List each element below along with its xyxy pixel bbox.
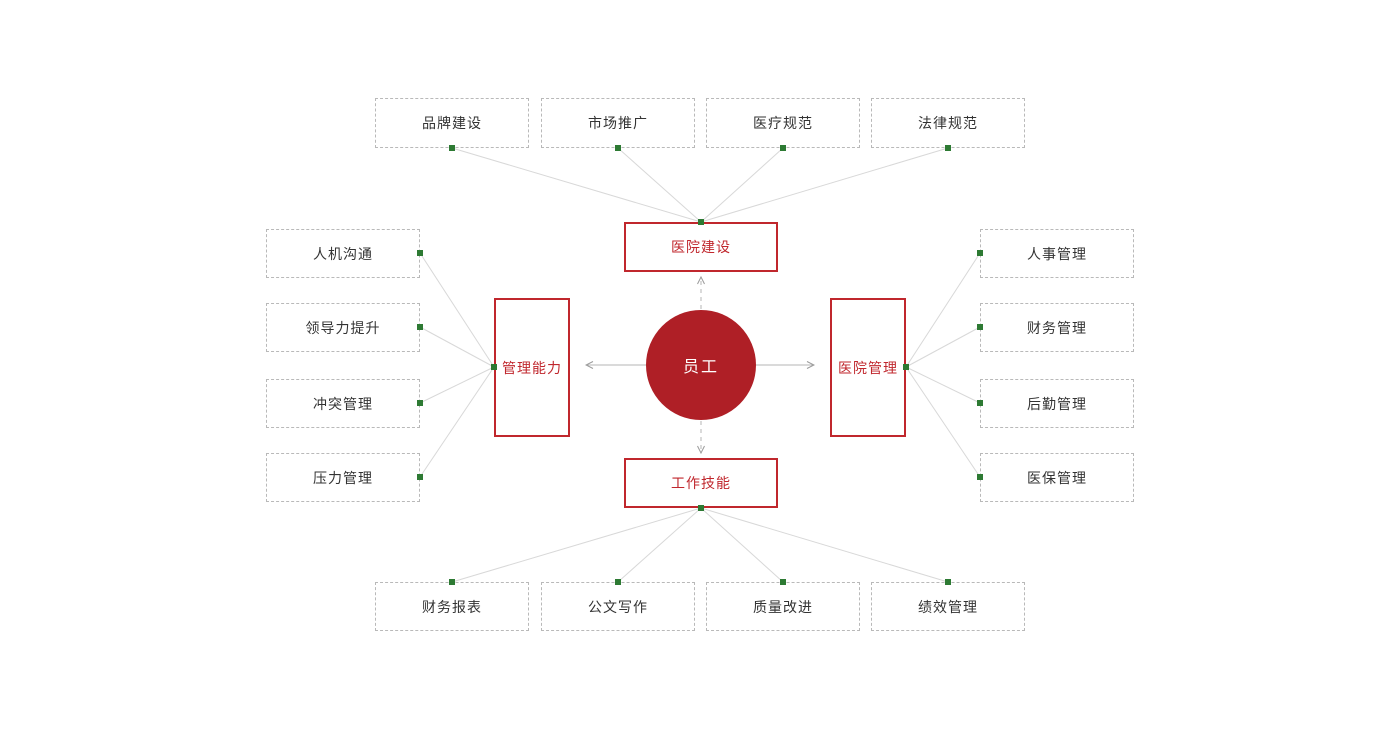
leaf-node-top-2[interactable]: 市场推广 (541, 98, 695, 148)
connector-dot-bottom-2 (615, 579, 621, 585)
connector-dot-left-4 (417, 474, 423, 480)
fan-top (451, 147, 949, 223)
fan-right (905, 252, 981, 478)
connector-dot-left-2 (417, 324, 423, 330)
leaf-node-right-3-label: 后勤管理 (1027, 395, 1087, 412)
leaf-node-left-1-label: 人机沟通 (313, 245, 373, 262)
branch-node-top-label: 医院建设 (671, 239, 731, 255)
leaf-node-left-1[interactable]: 人机沟通 (266, 229, 420, 278)
leaf-node-top-1-label: 品牌建设 (422, 115, 482, 131)
connector-dot-top-3 (780, 145, 786, 151)
fan-left (419, 252, 495, 478)
branch-node-right[interactable]: 医院管理 (830, 298, 906, 437)
leaf-node-top-3-label: 医疗规范 (753, 115, 813, 131)
connector-dot-top-2 (615, 145, 621, 151)
leaf-node-bottom-4[interactable]: 绩效管理 (871, 582, 1025, 631)
leaf-node-bottom-3[interactable]: 质量改进 (706, 582, 860, 631)
connector-dot-right-1 (977, 250, 983, 256)
leaf-node-right-2-label: 财务管理 (1027, 319, 1087, 336)
connector-dot-top-1 (449, 145, 455, 151)
leaf-node-bottom-2[interactable]: 公文写作 (541, 582, 695, 631)
leaf-node-bottom-2-label: 公文写作 (588, 598, 648, 615)
connector-dot-right-3 (977, 400, 983, 406)
leaf-node-right-4[interactable]: 医保管理 (980, 453, 1134, 502)
leaf-node-bottom-1-label: 财务报表 (422, 598, 482, 615)
branch-node-left[interactable]: 管理能力 (494, 298, 570, 437)
branch-node-bottom[interactable]: 工作技能 (624, 458, 778, 508)
connector-dot-branch-top (698, 219, 704, 225)
connector-dot-right-4 (977, 474, 983, 480)
connector-dot-branch-bottom (698, 505, 704, 511)
leaf-node-right-2[interactable]: 财务管理 (980, 303, 1134, 352)
branch-node-top[interactable]: 医院建设 (624, 222, 778, 272)
leaf-node-bottom-3-label: 质量改进 (753, 598, 813, 615)
leaf-node-right-1-label: 人事管理 (1027, 245, 1087, 262)
leaf-node-top-1[interactable]: 品牌建设 (375, 98, 529, 148)
leaf-node-left-3[interactable]: 冲突管理 (266, 379, 420, 428)
branch-node-bottom-label: 工作技能 (671, 475, 731, 491)
connector-dot-bottom-4 (945, 579, 951, 585)
connector-dot-bottom-1 (449, 579, 455, 585)
center-node-label: 员工 (682, 359, 719, 376)
connector-dot-top-4 (945, 145, 951, 151)
branch-node-left-label: 管理能力 (502, 359, 562, 376)
connector-dot-right-2 (977, 324, 983, 330)
leaf-node-top-4[interactable]: 法律规范 (871, 98, 1025, 148)
leaf-node-left-2[interactable]: 领导力提升 (266, 303, 420, 352)
connector-dot-branch-right (903, 364, 909, 370)
center-node-employee[interactable]: 员工 (646, 310, 756, 420)
connector-dot-bottom-3 (780, 579, 786, 585)
leaf-node-left-3-label: 冲突管理 (313, 395, 373, 412)
connector-dot-left-3 (417, 400, 423, 406)
leaf-node-left-4[interactable]: 压力管理 (266, 453, 420, 502)
fan-bottom (451, 507, 949, 583)
leaf-node-right-4-label: 医保管理 (1027, 469, 1087, 486)
leaf-node-bottom-4-label: 绩效管理 (918, 598, 978, 615)
leaf-node-top-2-label: 市场推广 (588, 115, 648, 131)
leaf-node-top-3[interactable]: 医疗规范 (706, 98, 860, 148)
leaf-node-right-1[interactable]: 人事管理 (980, 229, 1134, 278)
connector-dot-branch-left (491, 364, 497, 370)
leaf-node-left-4-label: 压力管理 (313, 469, 373, 486)
connector-dot-left-1 (417, 250, 423, 256)
branch-node-right-label: 医院管理 (838, 359, 898, 376)
leaf-node-bottom-1[interactable]: 财务报表 (375, 582, 529, 631)
leaf-node-right-3[interactable]: 后勤管理 (980, 379, 1134, 428)
leaf-node-top-4-label: 法律规范 (918, 115, 978, 131)
leaf-node-left-2-label: 领导力提升 (305, 319, 381, 336)
